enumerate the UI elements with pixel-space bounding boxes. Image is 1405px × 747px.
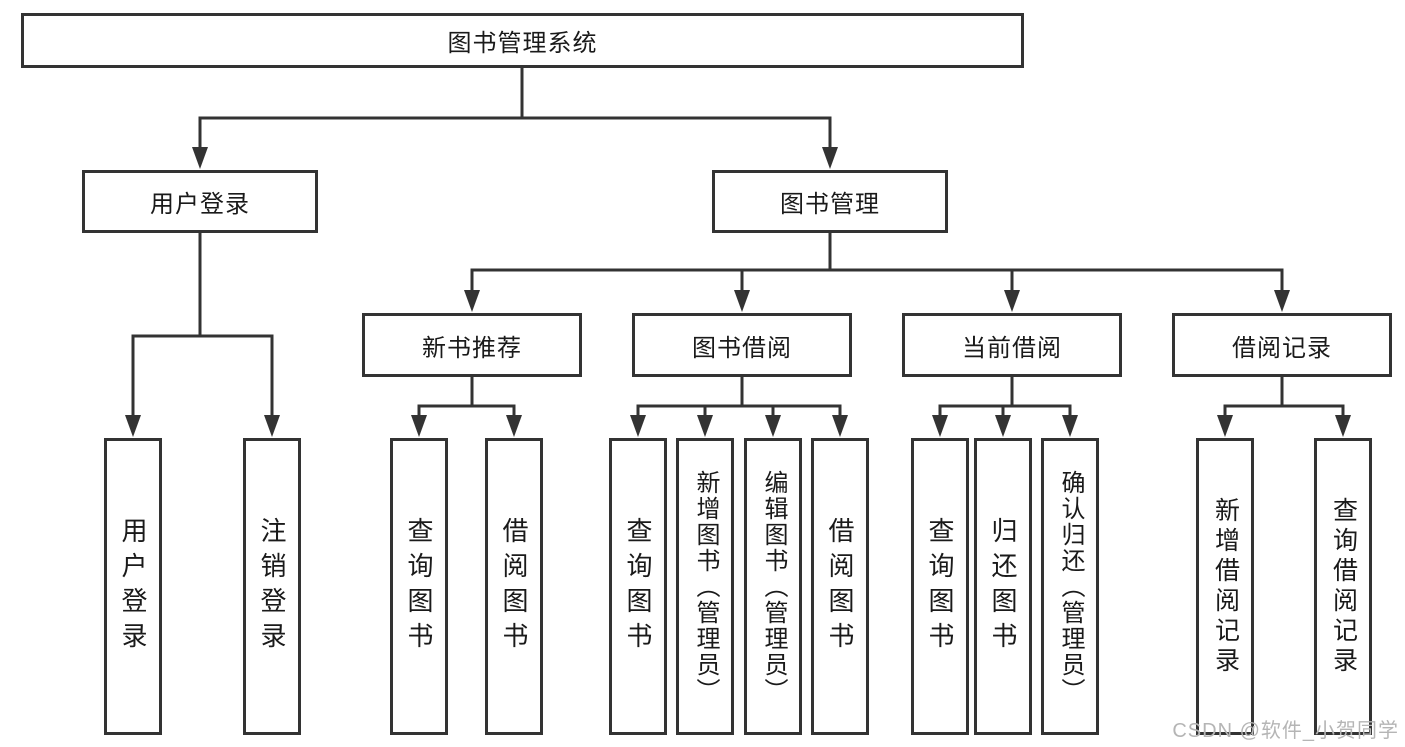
node-current-borrowing: 当前借阅 [902,313,1122,377]
node-new-book-recommendation: 新书推荐 [362,313,582,377]
leaf-query-borrow-record: 查询借阅记录 [1314,438,1372,735]
leaf-query-books-recommend: 查询图书 [390,438,448,735]
leaf-confirm-return-admin: 确认归还（管理员） [1041,438,1099,735]
node-borrowing-records: 借阅记录 [1172,313,1392,377]
leaf-query-books-borrow: 查询图书 [609,438,667,735]
leaf-borrow-books-recommend: 借阅图书 [485,438,543,735]
leaf-logout: 注销登录 [243,438,301,735]
leaf-user-login: 用户登录 [104,438,162,735]
leaf-add-books-admin: 新增图书（管理员） [676,438,734,735]
leaf-borrow-books: 借阅图书 [811,438,869,735]
node-book-borrowing: 图书借阅 [632,313,852,377]
csdn-watermark: CSDN @软件_小贺同学 [1172,720,1399,742]
node-library-management-system: 图书管理系统 [21,13,1024,68]
leaf-edit-books-admin: 编辑图书（管理员） [744,438,802,735]
leaf-query-books-current: 查询图书 [911,438,969,735]
arrowheads [125,147,1351,437]
leaf-return-books: 归还图书 [974,438,1032,735]
leaf-add-borrow-record: 新增借阅记录 [1196,438,1254,735]
node-user-login: 用户登录 [82,170,318,233]
node-book-management: 图书管理 [712,170,948,233]
